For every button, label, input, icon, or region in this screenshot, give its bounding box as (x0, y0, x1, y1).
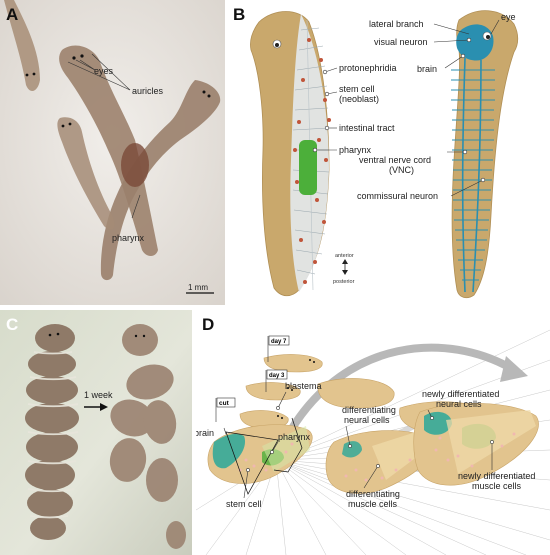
panel-c-letter: C (6, 315, 18, 334)
label-auricles: auricles (132, 86, 164, 96)
label-stem-cell: stem cell (339, 84, 375, 94)
label-diff-neural-1: differentiating (342, 405, 396, 415)
tag-day7-text: day 7 (271, 339, 287, 345)
panel-a: A eyes auricles pharynx 1 mm (0, 0, 225, 305)
eye-spot (80, 54, 84, 58)
worm-top-left (4, 0, 40, 92)
label-protonephridia: protonephridia (339, 63, 397, 73)
time-arc-arrowhead (500, 356, 528, 382)
label-lateral-branch: lateral branch (369, 19, 424, 29)
label-commissural-neuron: commissural neuron (357, 191, 438, 201)
tag-cut: cut (215, 397, 236, 422)
time-arrow (84, 403, 108, 411)
tag-day3-text: day 3 (269, 373, 285, 379)
label-new-muscle-2: muscle cells (472, 481, 522, 491)
regenerated-fragments (109, 324, 186, 549)
stem-cells (293, 38, 331, 284)
cut-worm-segments (25, 324, 79, 540)
label-blastema: blastema (285, 381, 322, 391)
scale-bar-label: 1 mm (188, 283, 208, 292)
eye-spot (207, 94, 211, 98)
label-diff-muscle-1: differentiating (346, 489, 400, 499)
label-intestinal-tract: intestinal tract (339, 123, 395, 133)
label-pharynx: pharynx (112, 233, 145, 243)
label-vnc-abbr: (VNC) (389, 165, 414, 175)
brain-region (212, 434, 246, 469)
label-eyes: eyes (94, 66, 114, 76)
pharynx-dark-region (121, 143, 149, 187)
panel-c-photo: C 1 week (0, 310, 192, 555)
label-anterior: anterior (335, 253, 354, 259)
label-brain: brain (196, 428, 214, 438)
panel-c: C 1 week (0, 310, 192, 555)
worm-large-2 (325, 430, 435, 494)
eye-spot (25, 73, 29, 77)
label-pharynx: pharynx (278, 432, 311, 442)
tag-day7: day 7 (267, 335, 290, 362)
panel-d-letter: D (202, 315, 214, 334)
eye-spot (61, 124, 65, 128)
worm-left (57, 117, 115, 230)
worm-upper (59, 45, 158, 256)
panel-b: B protonephridia stem cell (neoblast) in… (229, 0, 550, 305)
label-pharynx: pharynx (339, 145, 372, 155)
label-brain: brain (417, 64, 437, 74)
eye-spot (68, 122, 72, 126)
eye-pupil (486, 35, 490, 39)
worm-mid-small (317, 378, 395, 409)
pharynx-organ (299, 140, 317, 195)
label-diff-neural-2: neural cells (344, 415, 390, 425)
panel-a-photo: A eyes auricles pharynx 1 mm (0, 0, 225, 305)
label-one-week: 1 week (84, 390, 113, 400)
label-neoblast: (neoblast) (339, 94, 379, 104)
label-visual-neuron: visual neuron (374, 37, 428, 47)
panel-b-letter: B (233, 5, 245, 24)
fragment-cut (239, 410, 289, 429)
eye-spot (72, 56, 76, 60)
label-posterior: posterior (333, 279, 355, 285)
label-stem-cell: stem cell (226, 499, 262, 509)
label-diff-muscle-2: muscle cells (348, 499, 398, 509)
worm-large-1 (207, 424, 313, 484)
label-new-neural-1: newly differentiated (422, 389, 499, 399)
label-eye: eye (501, 12, 516, 22)
panel-d-diagram: cut day 3 day 7 (196, 310, 550, 555)
commissural-neurons (451, 69, 495, 281)
label-vnc: ventral nerve cord (359, 155, 431, 165)
cut-lines (27, 351, 79, 519)
eye-spot (32, 72, 36, 76)
worm-right (100, 80, 221, 281)
fragment-day3 (245, 382, 301, 401)
eye-spot (56, 332, 60, 336)
fragment-day7 (263, 354, 323, 373)
panel-a-letter: A (6, 5, 18, 24)
panel-b-diagram: B protonephridia stem cell (neoblast) in… (229, 0, 550, 305)
tag-day3: day 3 (265, 369, 288, 392)
label-new-neural-2: neural cells (436, 399, 482, 409)
eye-pupil (275, 43, 279, 47)
cut-plane (225, 431, 279, 495)
tag-cut-text: cut (219, 400, 230, 407)
eye-spot (202, 90, 206, 94)
eye-spot (48, 333, 52, 337)
time-arc-arrow (287, 343, 517, 433)
label-new-muscle-1: newly differentiated (458, 471, 535, 481)
anterior-posterior-axis (342, 259, 348, 275)
panel-d: cut day 3 day 7 (196, 310, 550, 555)
ventral-nerve-cord (461, 57, 482, 293)
worm-nervous-body (451, 10, 519, 299)
